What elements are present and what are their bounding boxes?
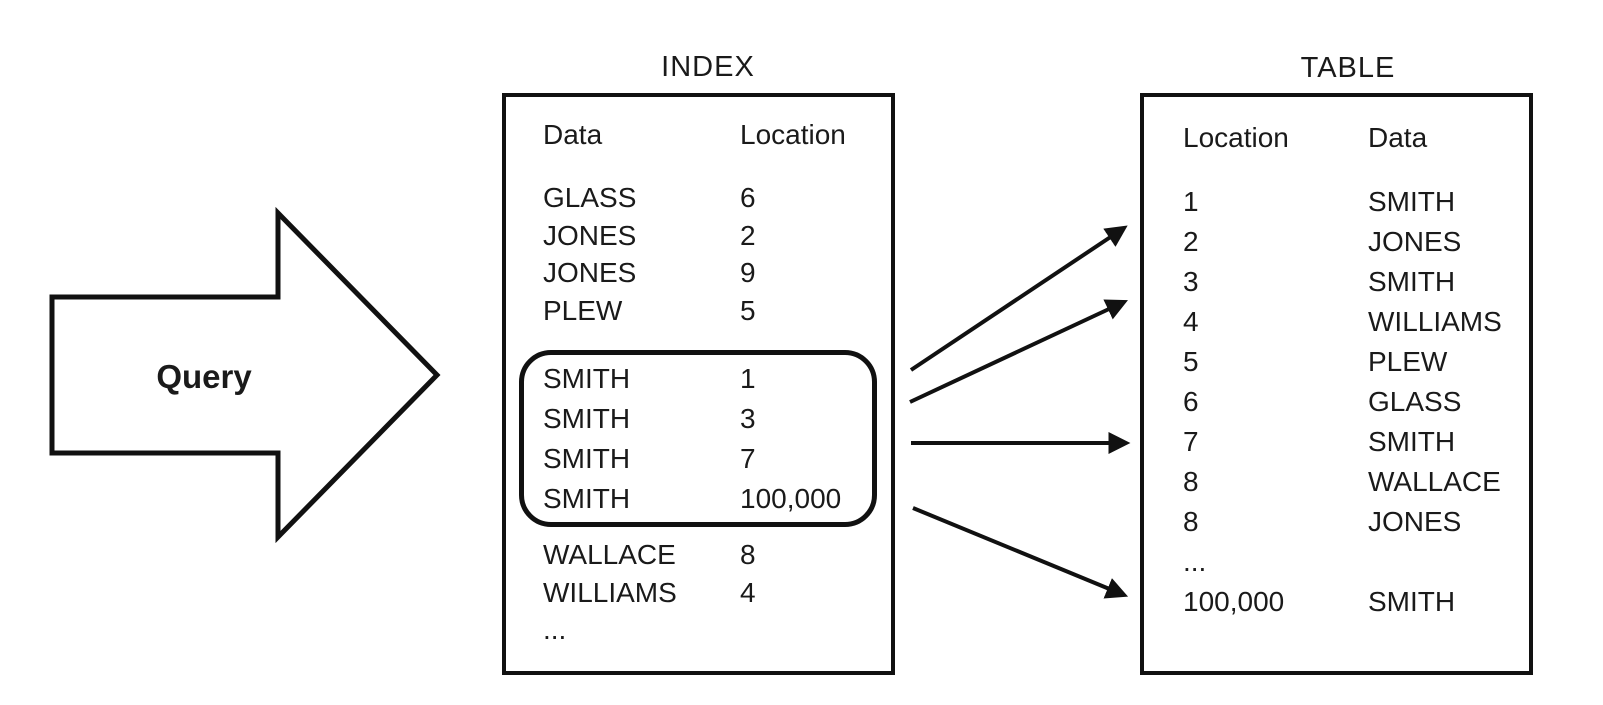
index-column-headers: Data Location [506,116,891,154]
index-row-location: 9 [740,257,756,288]
table-header-data: Data [1368,122,1428,153]
table-row-data: SMITH [1368,186,1456,217]
table-row-data: PLEW [1368,346,1448,377]
table-row: 5 PLEW [1144,342,1529,382]
index-row-highlighted: SMITH 1 [524,359,872,399]
arrow-to-location-100000 [912,506,1129,599]
table-row-location: ... [1183,546,1207,577]
table-row: 1 SMITH [1144,182,1529,222]
index-rows-top: GLASS 6 JONES 2 JONES 9 PLEW 5 [506,179,891,329]
index-row-data: WALLACE [543,539,676,570]
index-title: INDEX [661,51,755,83]
arrow-to-location-1 [909,225,1128,372]
index-row: JONES 2 [506,217,891,255]
table-row-location: 6 [1183,386,1199,417]
table-row-data [1368,542,1529,582]
table-row-location: 3 [1183,266,1199,297]
table-row: 8 WALLACE [1144,462,1529,502]
index-row-data: GLASS [543,182,637,213]
table-row: 4 WILLIAMS [1144,302,1529,342]
index-row: GLASS 6 [506,179,891,217]
table-row-data: JONES [1368,226,1462,257]
table-row-data: WILLIAMS [1368,306,1502,337]
index-row-location: 8 [740,539,756,570]
table-row: 6 GLASS [1144,382,1529,422]
index-rows-bottom: WALLACE 8 WILLIAMS 4 ... [506,536,891,649]
table-row-location: 1 [1183,186,1199,217]
table-row-data: JONES [1368,506,1462,537]
table-row: ... [1144,542,1529,582]
index-row-data: JONES [543,257,637,288]
table-rows: 1 SMITH 2 JONES 3 SMITH 4 WILLIAMS [1144,182,1529,622]
query-label: Query [156,358,252,395]
index-row-highlighted: SMITH 3 [524,399,872,439]
index-row-location: 1 [740,363,756,394]
index-header-data: Data [543,119,603,150]
index-row-location: 3 [740,403,756,434]
table-header-location: Location [1183,122,1289,153]
index-row-location: 7 [740,443,756,474]
index-row-location [740,611,891,649]
table-row-data: GLASS [1368,386,1462,417]
table-row-location: 5 [1183,346,1199,377]
index-row-location: 5 [740,294,756,326]
table-row-location: 4 [1183,306,1199,337]
index-row-data: PLEW [543,294,623,326]
index-row-data: WILLIAMS [543,576,677,608]
index-row-location: 100,000 [740,483,842,514]
table-row-data: SMITH [1368,266,1456,297]
index-to-table-arrows [909,225,1131,599]
query-block-arrow [49,206,441,544]
index-row-data: JONES [543,219,637,251]
arrow-to-location-3 [909,299,1128,404]
table-box: Location Data 1 SMITH 2 JONES 3 SMITH [1140,93,1533,675]
table-row-data: SMITH [1368,426,1456,457]
index-row-data: SMITH [543,403,631,434]
table-row-location: 2 [1183,226,1199,257]
table-row-data: SMITH [1368,586,1456,617]
index-row: JONES 9 [506,254,891,292]
index-row: PLEW 5 [506,292,891,330]
index-row-data: SMITH [543,483,631,514]
table-row: 3 SMITH [1144,262,1529,302]
index-row: WALLACE 8 [506,536,891,574]
table-row-location: 8 [1183,466,1199,497]
index-box: Data Location GLASS 6 JONES 2 JONES 9 [502,93,895,675]
index-row-highlighted: SMITH 100,000 [524,479,872,519]
table-row-location: 7 [1183,426,1199,457]
table-row-location: 100,000 [1183,586,1285,617]
table-row: 7 SMITH [1144,422,1529,462]
table-row-data: WALLACE [1368,466,1501,497]
table-row-location: 8 [1183,506,1199,537]
index-row-data: ... [543,614,567,645]
smith-entries-highlight-box: SMITH 1 SMITH 3 SMITH 7 SMITH 100,000 [519,350,877,527]
index-row-highlighted: SMITH 7 [524,439,872,479]
table-column-headers: Location Data [1144,119,1529,157]
index-header-location: Location [740,119,846,150]
table-row: 100,000 SMITH [1144,582,1529,622]
table-row: 2 JONES [1144,222,1529,262]
index-row: WILLIAMS 4 [506,574,891,612]
index-row-data: SMITH [543,443,631,474]
index-row-data: SMITH [543,363,631,394]
index-row-location: 6 [740,182,756,213]
table-row: 8 JONES [1144,502,1529,542]
index-row-location: 4 [740,576,756,608]
table-title: TABLE [1300,52,1396,84]
index-row-location: 2 [740,219,756,251]
index-row: ... [506,611,891,649]
